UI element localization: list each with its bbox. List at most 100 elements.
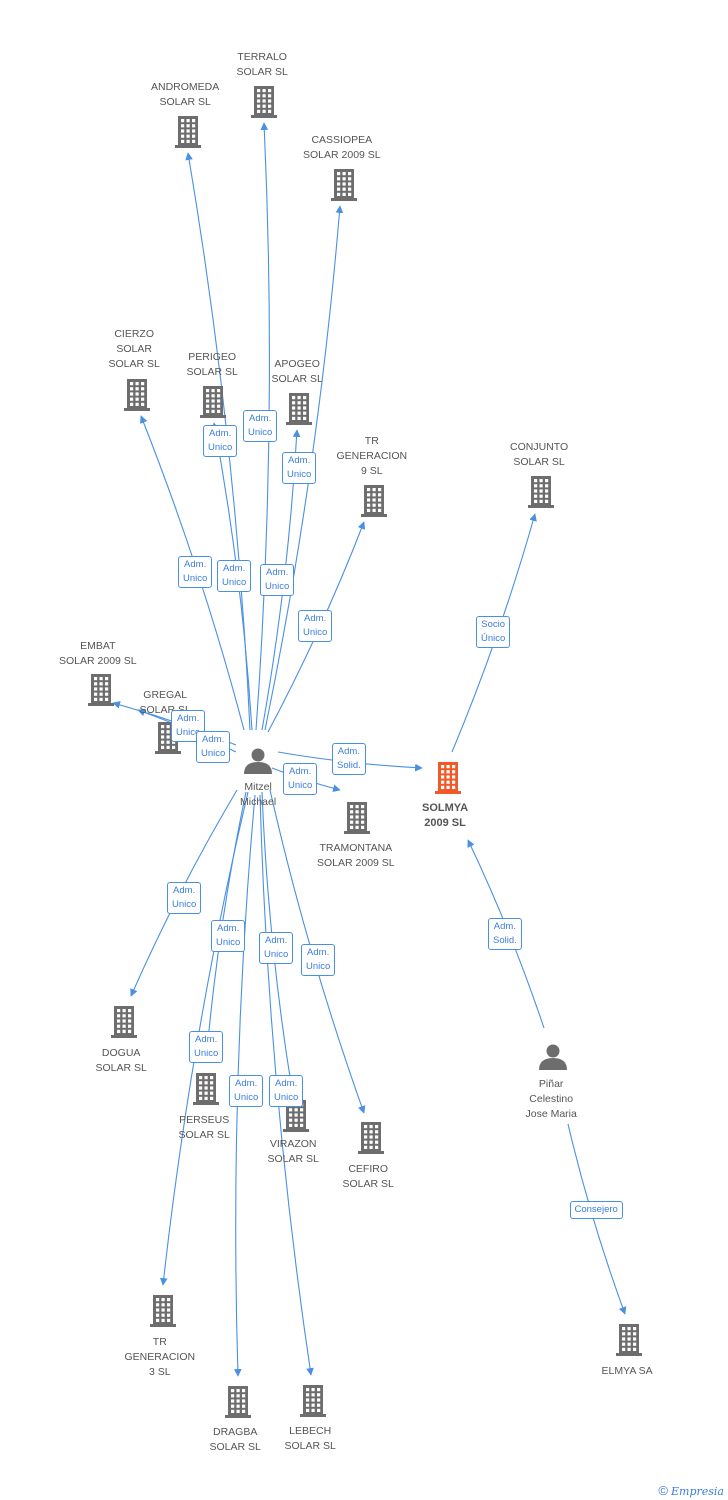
edge-label-solmya-conjunto[interactable]: Socio Único: [476, 616, 511, 648]
node-label-line: SOLAR SL: [95, 1062, 147, 1074]
node-label-line: ELMYA SA: [601, 1365, 653, 1377]
node-label-line: SOLAR SL: [178, 1129, 230, 1141]
node-label-line: Celestino: [529, 1093, 574, 1105]
node-label-line: SOLAR SL: [267, 1153, 319, 1165]
building-icon-elmya[interactable]: [616, 1324, 642, 1356]
edge-label-mitzel-perseus[interactable]: Adm. Unico: [211, 920, 246, 952]
building-icon-cierzo[interactable]: [124, 379, 150, 411]
building-icon-dogua[interactable]: [111, 1006, 137, 1038]
node-label-conjunto[interactable]: CONJUNTO SOLAR SL: [510, 440, 568, 470]
node-label-line: SOLAR SL: [513, 456, 565, 468]
brand-logo[interactable]: Empresia: [671, 1485, 724, 1498]
node-label-line: VIRAZON: [269, 1138, 317, 1150]
edge-label-pinar-solmya[interactable]: Adm. Solid.: [488, 918, 522, 950]
edge-label-mitzel-dogua[interactable]: Adm. Unico: [167, 882, 202, 914]
building-icon-lebech[interactable]: [300, 1385, 326, 1417]
edge-label-mitzel-tramontana[interactable]: Adm. Unico: [283, 763, 318, 795]
building-icon-conjunto[interactable]: [528, 476, 554, 508]
node-label-line: Michael: [240, 796, 277, 808]
building-icon-perigeo[interactable]: [200, 386, 226, 418]
edge-label-mitzel-apogeo[interactable]: Adm. Unico: [260, 564, 295, 596]
edge-label-mitzel-dragba[interactable]: Adm. Unico: [229, 1075, 264, 1107]
node-label-line: TERRALO: [237, 51, 287, 63]
edge-label-mitzel-perigeo[interactable]: Adm. Unico: [217, 560, 252, 592]
node-label-line: GENERACION: [336, 450, 408, 462]
node-label-andromeda[interactable]: ANDROMEDA SOLAR SL: [151, 80, 219, 110]
edge-label-mitzel-cierzo[interactable]: Adm. Unico: [178, 556, 213, 588]
edge-label-mitzel-solmya[interactable]: Adm. Solid.: [332, 743, 366, 775]
node-label-line: DRAGBA: [213, 1426, 258, 1438]
node-label-solmya[interactable]: SOLMYA 2009 SL: [422, 801, 468, 831]
node-label-line: TRAMONTANA: [319, 842, 393, 854]
edge-label-mitzel-lebech[interactable]: Adm. Unico: [269, 1075, 304, 1107]
node-label-line: SOLAR 2009 SL: [303, 149, 381, 161]
node-label-line: SOLMYA: [422, 802, 469, 814]
building-icon-cassiopea[interactable]: [331, 169, 357, 201]
building-icon-dragba[interactable]: [225, 1386, 251, 1418]
node-label-line: CEFIRO: [348, 1163, 389, 1175]
building-icon-terralo[interactable]: [251, 86, 277, 118]
node-label-line: CASSIOPEA: [311, 134, 373, 146]
node-label-cefiro[interactable]: CEFIRO SOLAR SL: [343, 1162, 394, 1192]
node-label-line: SOLAR 2009 SL: [317, 857, 395, 869]
edge-label-pinar-elmya[interactable]: Consejero: [569, 1201, 623, 1219]
node-label-line: TR: [152, 1336, 167, 1348]
building-icon-tramontana[interactable]: [344, 802, 370, 834]
node-label-line: SOLAR 2009 SL: [59, 655, 137, 667]
node-label-line: SOLAR SL: [159, 96, 211, 108]
building-icon-virazon[interactable]: [283, 1100, 309, 1132]
edge-label-mitzel-trgen9[interactable]: Adm. Unico: [298, 610, 333, 642]
edge-label-mitzel-terralo[interactable]: Adm. Unico: [243, 410, 278, 442]
node-label-line: Piñar: [538, 1078, 564, 1090]
person-icon-mitzel[interactable]: [244, 748, 272, 775]
node-label-embat[interactable]: EMBAT SOLAR 2009 SL: [59, 639, 137, 669]
building-icon-apogeo[interactable]: [286, 393, 312, 425]
node-label-line: SOLAR SL: [186, 366, 238, 378]
edge-label-mitzel-gregal[interactable]: Adm. Unico: [196, 731, 231, 763]
edge-label-mitzel-virazon[interactable]: Adm. Unico: [259, 932, 294, 964]
node-label-cassiopea[interactable]: CASSIOPEA SOLAR 2009 SL: [303, 133, 381, 163]
edge-label-mitzel-cefiro[interactable]: Adm. Unico: [301, 944, 336, 976]
building-icon-solmya[interactable]: [435, 762, 461, 794]
node-label-tramontana[interactable]: TRAMONTANA SOLAR 2009 SL: [317, 841, 395, 871]
node-label-dragba[interactable]: DRAGBA SOLAR SL: [210, 1425, 261, 1455]
node-label-line: Jose Maria: [525, 1108, 577, 1120]
node-label-line: SOLAR SL: [342, 1178, 394, 1190]
node-label-line: 9 SL: [360, 465, 383, 477]
node-label-line: PERIGEO: [188, 351, 237, 363]
node-label-line: 3 SL: [148, 1366, 171, 1378]
node-label-line: 2009 SL: [424, 817, 466, 829]
edge-label-mitzel-cassiopea[interactable]: Adm. Unico: [282, 452, 317, 484]
node-label-line: GREGAL: [143, 689, 188, 701]
node-label-virazon[interactable]: VIRAZON SOLAR SL: [268, 1137, 319, 1167]
building-icon-embat[interactable]: [88, 674, 114, 706]
node-label-line: PERSEUS: [179, 1114, 230, 1126]
node-label-line: SOLAR SL: [209, 1441, 261, 1453]
node-label-perseus[interactable]: PERSEUS SOLAR SL: [179, 1113, 230, 1143]
building-icon-trgen3[interactable]: [150, 1295, 176, 1327]
node-label-line: SOLAR SL: [108, 358, 160, 370]
building-icon-perseus[interactable]: [193, 1073, 219, 1105]
node-label-line: APOGEO: [274, 358, 320, 370]
edge-label-mitzel-andromeda[interactable]: Adm. Unico: [203, 425, 238, 457]
building-icon-cefiro[interactable]: [358, 1122, 384, 1154]
node-label-perigeo[interactable]: PERIGEO SOLAR SL: [187, 350, 238, 380]
edge-label-mitzel-trgen3[interactable]: Adm. Unico: [189, 1031, 224, 1063]
node-label-elmya[interactable]: ELMYA SA: [602, 1364, 653, 1379]
footer-credit: © Empresia: [658, 1483, 724, 1498]
node-label-line: ANDROMEDA: [151, 81, 220, 93]
building-icon-trgen9[interactable]: [361, 485, 387, 517]
node-label-line: CONJUNTO: [510, 441, 569, 453]
building-icon-andromeda[interactable]: [175, 116, 201, 148]
node-label-line: EMBAT: [80, 640, 116, 652]
person-icon-pinar[interactable]: [539, 1044, 567, 1071]
